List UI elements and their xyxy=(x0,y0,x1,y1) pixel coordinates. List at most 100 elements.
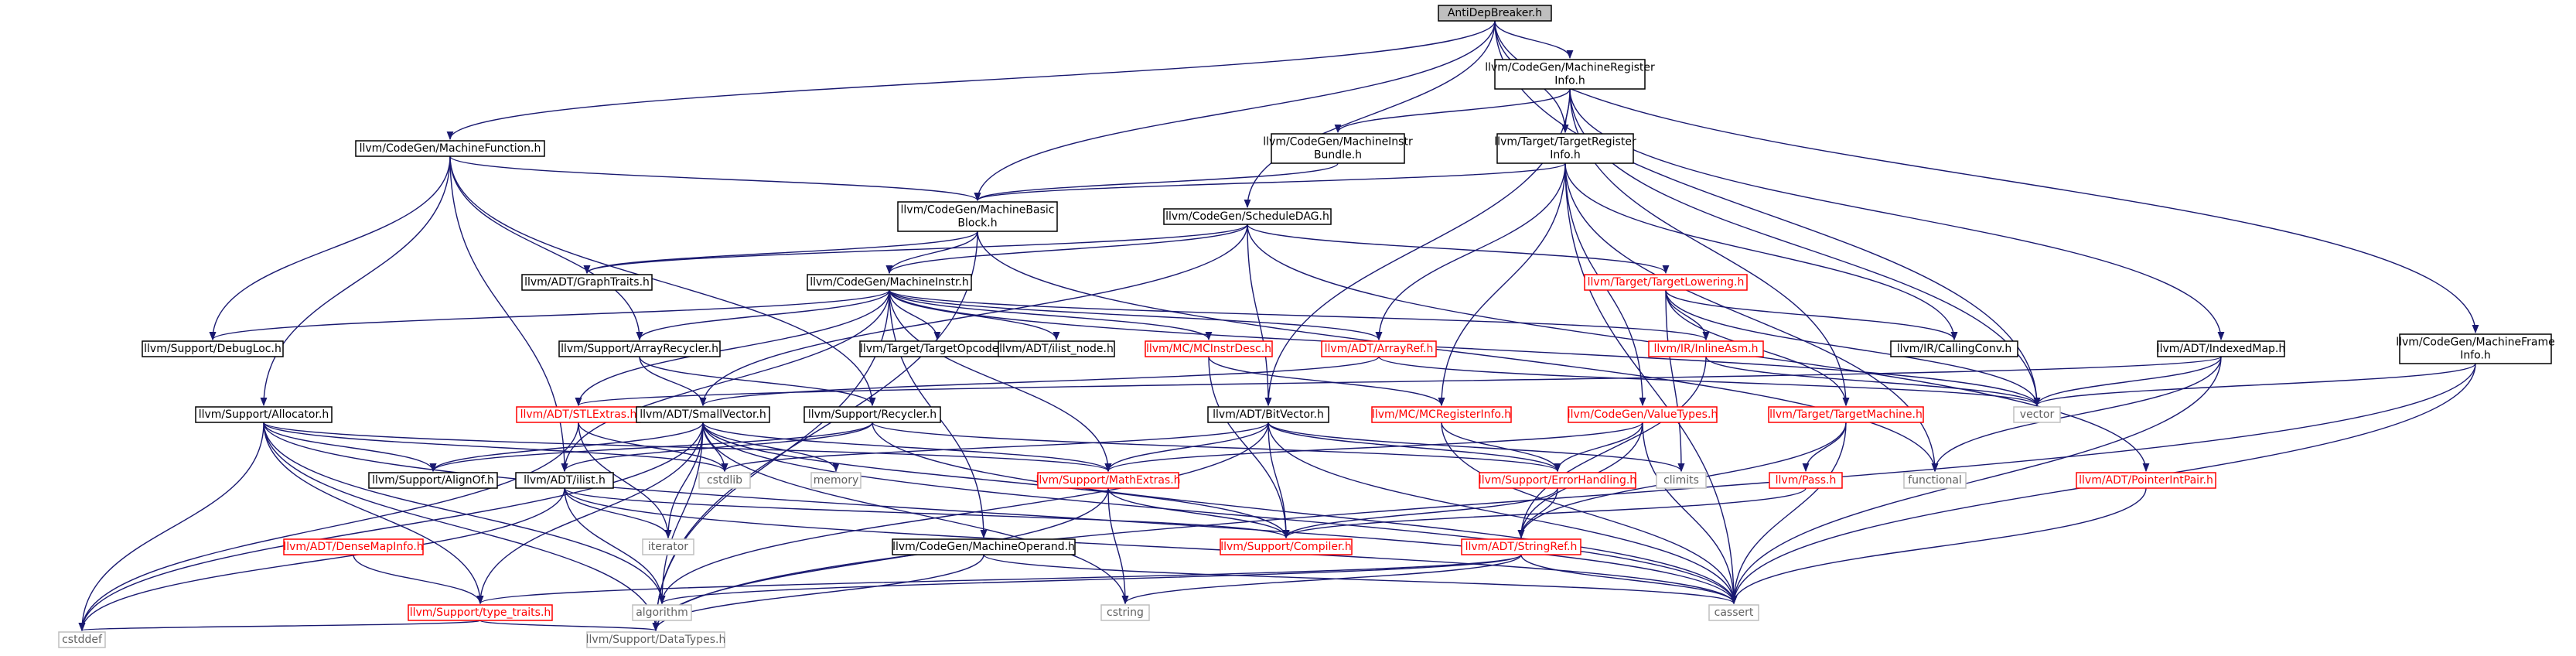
node-label: llvm/ADT/DenseMapInfo.h xyxy=(283,541,423,553)
edge-imap-to-functional xyxy=(1931,356,2222,473)
node-mathex[interactable]: llvm/Support/MathExtras.h xyxy=(1036,472,1181,489)
node-bitvec[interactable]: llvm/ADT/BitVector.h xyxy=(1207,406,1329,423)
node-vtypes[interactable]: llvm/CodeGen/ValueTypes.h xyxy=(1568,406,1718,423)
node-label: llvm/CodeGen/MachineFrame xyxy=(2396,337,2555,349)
node-label: Info.h xyxy=(2460,350,2491,362)
node-label: llvm/CodeGen/ScheduleDAG.h xyxy=(1165,210,1329,223)
edge-tlower-to-vector xyxy=(1665,289,2041,407)
edge-tlower-to-callconv xyxy=(1665,289,1958,341)
node-box xyxy=(1207,406,1329,423)
edge-aref-to-vector xyxy=(1378,356,2041,407)
edge-recycler-to-errh xyxy=(872,422,1561,473)
node-root[interactable]: AntiDepBreaker.h xyxy=(1438,5,1552,22)
node-box xyxy=(142,340,284,357)
edge-stlex-to-cstddef xyxy=(78,422,579,632)
node-ttraits[interactable]: llvm/Support/type_traits.h xyxy=(408,604,553,621)
node-sref[interactable]: llvm/ADT/StringRef.h xyxy=(1461,538,1581,555)
node-arecycle[interactable]: llvm/Support/ArrayRecycler.h xyxy=(558,340,721,357)
node-label: Info.h xyxy=(1554,75,1585,87)
node-tlower[interactable]: llvm/Target/TargetLowering.h xyxy=(1584,274,1748,291)
edge-mathex-to-cstring xyxy=(1107,487,1129,605)
edge-vtypes-to-mathex xyxy=(1104,422,1643,473)
node-box xyxy=(892,538,1076,555)
node-callconv[interactable]: llvm/IR/CallingConv.h xyxy=(1890,340,2018,357)
edge-bitvec-to-cassert xyxy=(1268,422,1738,605)
edge-stlex-to-iterator xyxy=(578,422,672,539)
node-iterator: iterator xyxy=(642,538,694,555)
node-label: llvm/ADT/ilist.h xyxy=(524,474,606,487)
edge-svec-to-memory xyxy=(702,422,840,473)
node-box xyxy=(1479,472,1636,489)
node-label: llvm/ADT/ilist_node.h xyxy=(999,343,1114,355)
node-label: llvm/Support/ArrayRecycler.h xyxy=(561,343,718,355)
node-aref[interactable]: llvm/ADT/ArrayRef.h xyxy=(1321,340,1437,357)
node-sdag[interactable]: llvm/CodeGen/ScheduleDAG.h xyxy=(1163,208,1332,225)
node-label: vector xyxy=(2020,408,2055,421)
edge-ilist-to-iterator xyxy=(564,487,672,539)
node-recycler[interactable]: llvm/Support/Recycler.h xyxy=(804,406,941,423)
node-stlex[interactable]: llvm/ADT/STLExtras.h xyxy=(516,406,641,423)
edge-sdag-to-tlower xyxy=(1247,224,1670,275)
node-alloc[interactable]: llvm/Support/Allocator.h xyxy=(195,406,333,423)
node-compiler[interactable]: llvm/Support/Compiler.h xyxy=(1220,538,1353,555)
edge-mf-to-alloc xyxy=(260,155,451,407)
node-topcodes[interactable]: llvm/Target/TargetOpcodes.h xyxy=(859,340,1015,357)
node-algorithm: algorithm xyxy=(632,604,692,621)
edge-bitvec-to-mathex xyxy=(1104,422,1269,473)
edge-svec-to-cstddef xyxy=(78,422,704,632)
node-label: Info.h xyxy=(1550,149,1581,162)
node-errh[interactable]: llvm/Support/ErrorHandling.h xyxy=(1479,472,1636,489)
node-mcid[interactable]: llvm/MC/MCInstrDesc.h xyxy=(1145,340,1273,357)
node-label: llvm/MC/MCInstrDesc.h xyxy=(1146,343,1271,355)
edge-tri-to-mbb xyxy=(974,162,1566,202)
node-box xyxy=(283,538,424,555)
node-pass[interactable]: llvm/Pass.h xyxy=(1769,472,1843,489)
edge-bitvec-to-climits xyxy=(1268,422,1685,473)
node-ilist[interactable]: llvm/ADT/ilist.h xyxy=(515,472,614,489)
node-label: llvm/Target/TargetLowering.h xyxy=(1588,276,1745,289)
node-alignof[interactable]: llvm/Support/AlignOf.h xyxy=(368,472,498,489)
node-graph[interactable]: llvm/ADT/GraphTraits.h xyxy=(521,274,653,291)
node-mcreg[interactable]: llvm/MC/MCRegisterInfo.h xyxy=(1371,406,1512,423)
node-tmach[interactable]: llvm/Target/TargetMachine.h xyxy=(1768,406,1924,423)
node-box xyxy=(897,201,1058,232)
edge-bitvec-to-algorithm xyxy=(658,422,1269,605)
node-inlasm[interactable]: llvm/IR/InlineAsm.h xyxy=(1648,340,1764,357)
node-svec[interactable]: llvm/ADT/SmallVector.h xyxy=(636,406,770,423)
header-nodes: AntiDepBreaker.h llvm/CodeGen/MachineRegi… xyxy=(58,5,2555,648)
node-label: llvm/Support/AlignOf.h xyxy=(372,474,494,487)
node-mop[interactable]: llvm/CodeGen/MachineOperand.h xyxy=(892,538,1076,555)
node-box xyxy=(2013,406,2061,423)
node-label: llvm/Support/DataTypes.h xyxy=(586,634,726,646)
node-dmi[interactable]: llvm/ADT/DenseMapInfo.h xyxy=(283,538,424,555)
edge-dmi-to-ttraits xyxy=(353,554,484,605)
node-imap[interactable]: llvm/ADT/IndexedMap.h xyxy=(2157,340,2286,357)
node-box xyxy=(1890,340,2018,357)
node-label: llvm/Support/DebugLoc.h xyxy=(144,343,281,355)
edge-tlower-to-climits xyxy=(1665,289,1685,473)
edge-ttraits-to-dtypes xyxy=(479,620,660,632)
node-mf[interactable]: llvm/CodeGen/MachineFunction.h xyxy=(355,140,545,157)
edge-bitvec-to-errh xyxy=(1268,422,1561,473)
node-debugloc[interactable]: llvm/Support/DebugLoc.h xyxy=(142,340,284,357)
node-label: llvm/IR/CallingConv.h xyxy=(1897,343,2012,355)
edge-mi-to-vector xyxy=(889,289,2041,407)
node-label: Block.h xyxy=(957,217,997,230)
node-ilnode[interactable]: llvm/ADT/ilist_node.h xyxy=(998,340,1115,357)
node-pip[interactable]: llvm/ADT/PointerIntPair.h xyxy=(2076,472,2216,489)
edge-alloc-to-mathex xyxy=(263,422,1112,473)
node-mi[interactable]: llvm/CodeGen/MachineInstr.h xyxy=(807,274,972,291)
edge-mi-to-stlex xyxy=(575,289,890,407)
node-label: llvm/CodeGen/MachineBasic xyxy=(901,204,1055,217)
edge-root-to-mri xyxy=(1494,20,1574,60)
node-label: llvm/ADT/StringRef.h xyxy=(1465,541,1578,553)
node-box xyxy=(632,604,692,621)
node-box xyxy=(58,631,106,648)
edge-mri-to-mibundle xyxy=(1334,88,1571,134)
